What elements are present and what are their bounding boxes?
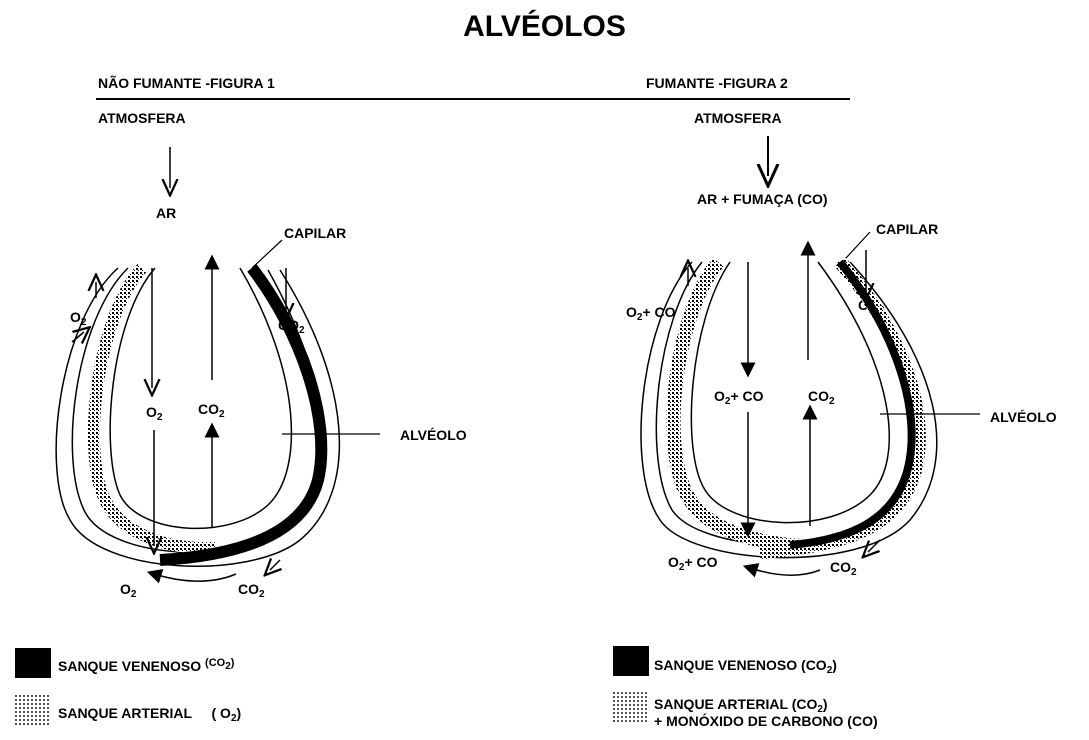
figure1-alveolus [56, 268, 339, 566]
figure2-alveolus [641, 262, 937, 558]
